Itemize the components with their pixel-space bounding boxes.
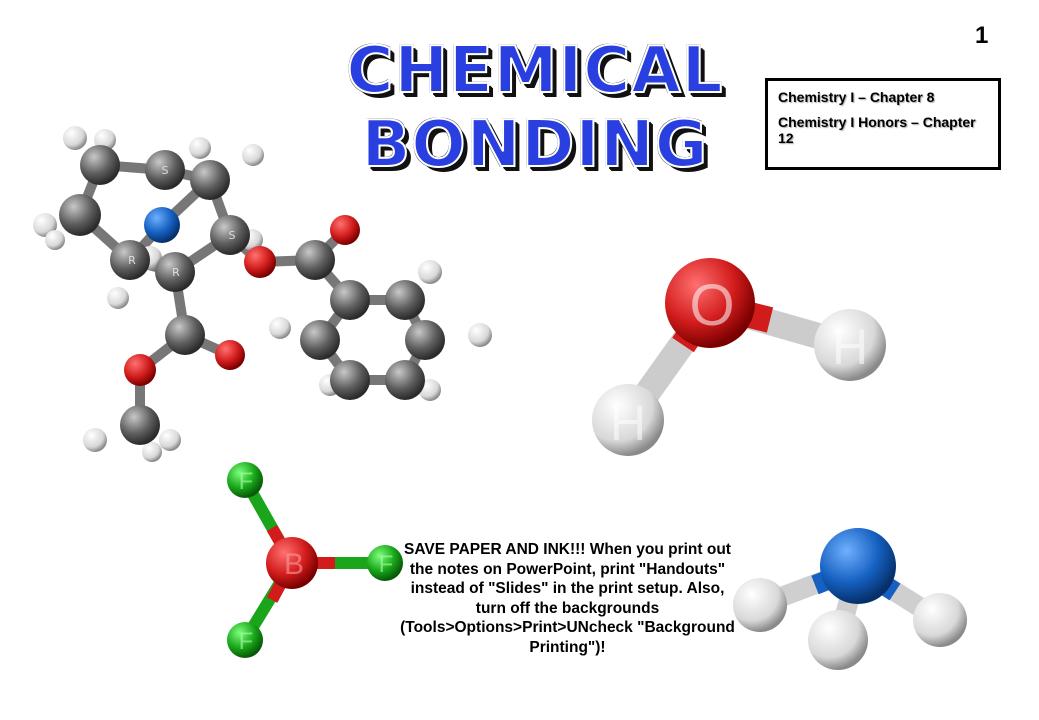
water-molecule: O H H	[592, 258, 886, 456]
chapter-line-1: Chemistry I – Chapter 8	[778, 89, 935, 105]
bf3-fluorine-label-1: F	[239, 468, 254, 495]
water-hydrogen-label-2: H	[610, 395, 646, 451]
print-notice: SAVE PAPER AND INK!!! When you print out…	[400, 541, 735, 656]
chapter-line-2: Chemistry I Honors – Chapter 12	[778, 114, 976, 146]
water-oxygen-label: O	[689, 273, 734, 338]
slide-number: 1	[975, 22, 989, 49]
title-line-1: CHEMICAL	[345, 33, 724, 109]
chapter-reference-box: Chemistry I – Chapter 8 Chemistry I Hono…	[765, 78, 1001, 170]
water-hydrogen-label-1: H	[832, 319, 868, 375]
bf3-fluorine-label-2: F	[379, 551, 394, 578]
stereo-label-s2: S	[229, 229, 236, 242]
title-line-2: BONDING	[361, 107, 709, 183]
bf3-molecule: B F F F	[227, 462, 403, 658]
stereo-label-r2: R	[172, 266, 180, 279]
stereo-label-s1: S	[162, 164, 169, 177]
cocaine-molecule: S S R R	[33, 126, 492, 462]
bf3-boron-label: B	[284, 548, 304, 581]
ammonia-molecule	[733, 528, 967, 670]
slide-title: CHEMICAL BONDING	[300, 33, 770, 183]
stereo-label-r1: R	[128, 254, 136, 267]
bf3-fluorine-label-3: F	[239, 628, 254, 655]
